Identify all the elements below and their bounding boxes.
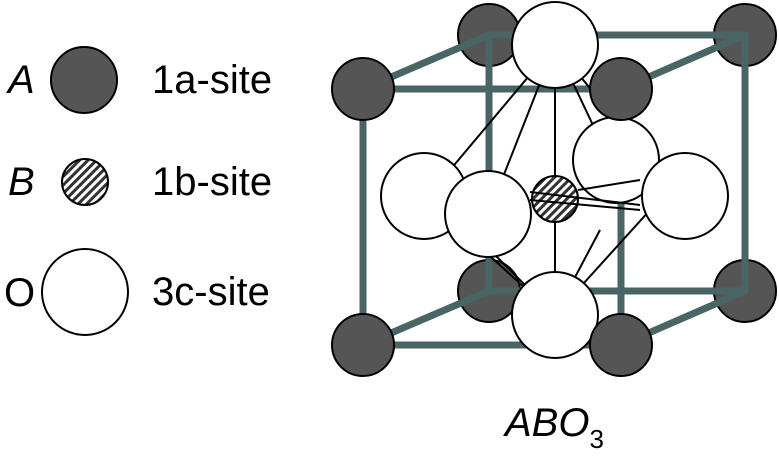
legend-row-b: B 1b-site (8, 158, 272, 206)
b-atom-center (531, 175, 579, 223)
legend-row-a: A 1a-site (6, 46, 272, 114)
o-atom-legend-icon (41, 248, 129, 336)
legend-symbol-b: B (8, 160, 35, 204)
cell-edges (359, 31, 749, 349)
o-atom-right (641, 152, 729, 240)
a-atom-legend-icon (50, 46, 118, 114)
formula-subscript: 3 (589, 424, 603, 454)
legend-site-a: 1a-site (152, 58, 272, 102)
legend-site-b: 1b-site (152, 160, 272, 204)
legend-site-o: 3c-site (152, 270, 270, 314)
legend-symbol-o: O (4, 271, 35, 315)
o-atom-top (511, 1, 599, 89)
a-atom-front-bottom-left (331, 313, 395, 377)
front-bonds (529, 179, 641, 211)
a-atom-front-bottom-right (589, 313, 653, 377)
o-atom-front (444, 170, 532, 258)
o-atom-bottom (511, 271, 599, 359)
legend-symbol-a: A (6, 58, 35, 102)
b-atom-legend-icon (61, 158, 109, 206)
formula-main: ABO (503, 401, 589, 445)
unit-cell (331, 1, 777, 377)
legend: A 1a-site B 1b-site O 3c-site (4, 46, 272, 336)
a-atom-front-top-right (589, 57, 653, 121)
a-atom-front-top-left (331, 57, 395, 121)
formula-label: ABO3 (503, 401, 604, 454)
legend-row-o: O 3c-site (4, 248, 270, 336)
